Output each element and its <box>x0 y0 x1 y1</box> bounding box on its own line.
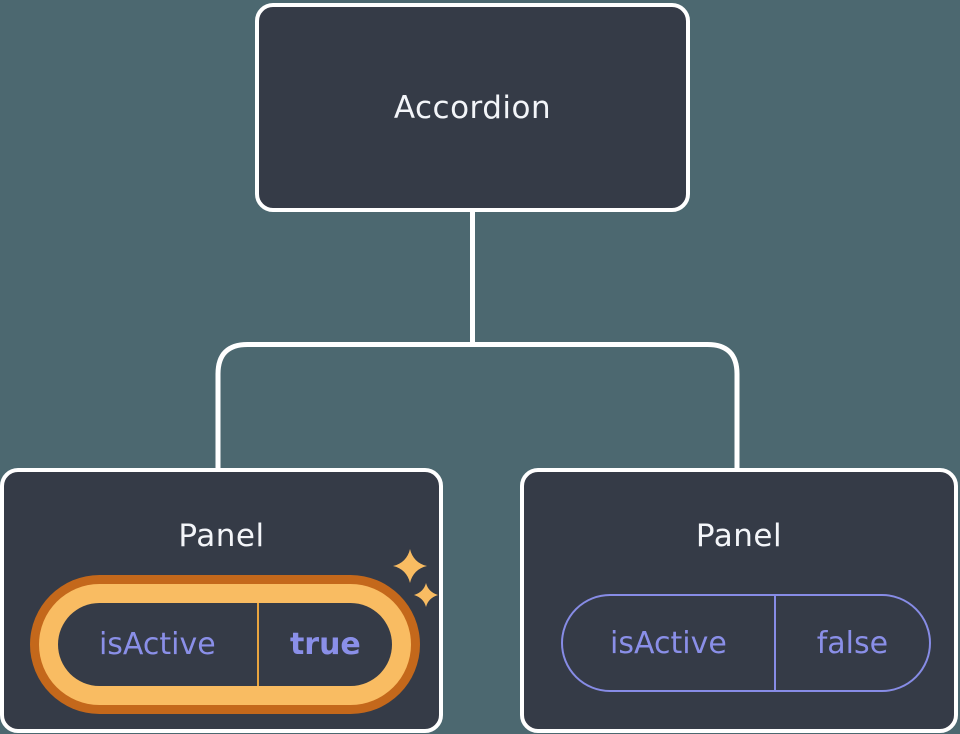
sparkle-icon-large <box>393 549 427 583</box>
accordion-node-label: Accordion <box>393 89 552 126</box>
state-pill-divider <box>256 603 259 686</box>
state-pill-active-highlight-ring: isActive true <box>30 575 420 714</box>
state-pill-active-inner-ring: isActive true <box>39 584 411 705</box>
state-key-cell: isActive <box>58 603 257 686</box>
panel-node-label: Panel <box>695 518 783 554</box>
state-value-cell: false <box>776 596 929 690</box>
state-pill-active: isActive true <box>58 603 392 686</box>
state-value-cell: true <box>259 603 392 686</box>
panel-node-label: Panel <box>178 518 265 554</box>
accordion-node: Accordion <box>255 3 690 212</box>
state-key-cell: isActive <box>563 596 774 690</box>
state-key-label: isActive <box>98 627 216 662</box>
state-pill-divider <box>773 596 776 690</box>
state-key-label: isActive <box>610 625 727 661</box>
panel-node-inactive: Panel isActive false <box>520 468 958 733</box>
state-pill-inactive: isActive false <box>561 594 931 692</box>
panel-node-active: Panel isActive true <box>0 468 443 733</box>
state-value-label: true <box>289 627 361 662</box>
sparkle-icon-small <box>414 583 438 607</box>
state-value-label: false <box>816 625 889 661</box>
